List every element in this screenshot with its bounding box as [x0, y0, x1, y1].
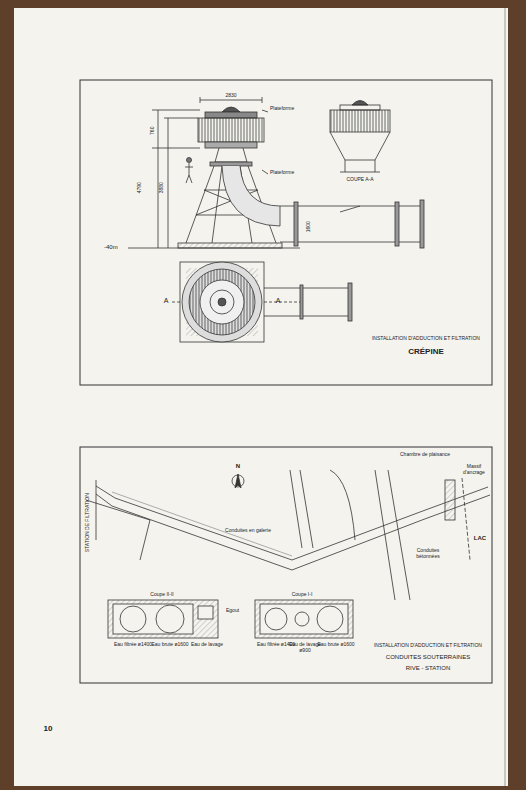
- drawing-label: Egout: [226, 608, 239, 614]
- drawing-label: Plateforme: [270, 170, 294, 176]
- drawing-label: A: [276, 297, 281, 305]
- drawing-label: CRÉPINE: [408, 348, 444, 357]
- drawing-label: 3880: [159, 182, 165, 193]
- drawing-label: Conduites bétonnées: [408, 548, 448, 559]
- drawing-title: INSTALLATION D'ADDUCTION ET FILTRATION: [372, 336, 480, 342]
- drawing-label: Eau brute ø1600: [316, 642, 356, 648]
- drawing-label: Coupe I-I: [292, 592, 313, 598]
- drawing-label: Coupe II-II: [150, 592, 173, 598]
- drawing-label: Eau filtrée ø1400: [113, 642, 153, 648]
- drawing-label: RIVE - STATION: [406, 665, 450, 672]
- drawing-label: COUPE A-A: [346, 177, 373, 183]
- drawing-label: STATION DE FILTRATION: [85, 493, 91, 552]
- drawing-label: LAC: [474, 535, 486, 542]
- drawing-label: INSTALLATION D'ADDUCTION ET FILTRATION: [374, 643, 482, 649]
- drawing-label: N: [236, 463, 240, 470]
- drawing-label: Plateforme: [270, 106, 294, 112]
- drawing-label: Eau brute ø1600: [150, 642, 190, 648]
- drawing-label: 10: [44, 725, 53, 734]
- drawing-label: Massif d'ancrage: [456, 464, 492, 475]
- drawing-label: CONDUITES SOUTERRAINES: [386, 654, 470, 661]
- drawing-label: Chambre de plaisance: [400, 452, 450, 458]
- drawing-label: 2830: [225, 93, 236, 99]
- drawing-label: Conduites en galerie: [225, 528, 271, 534]
- drawing-label: 760: [150, 127, 156, 135]
- drawing-label: A: [164, 297, 169, 305]
- drawing-label: 1600: [306, 221, 312, 232]
- drawing-label: -40m: [104, 244, 118, 251]
- drawing-label: 4790: [137, 182, 143, 193]
- drawing-label: Eau de lavage: [189, 642, 225, 648]
